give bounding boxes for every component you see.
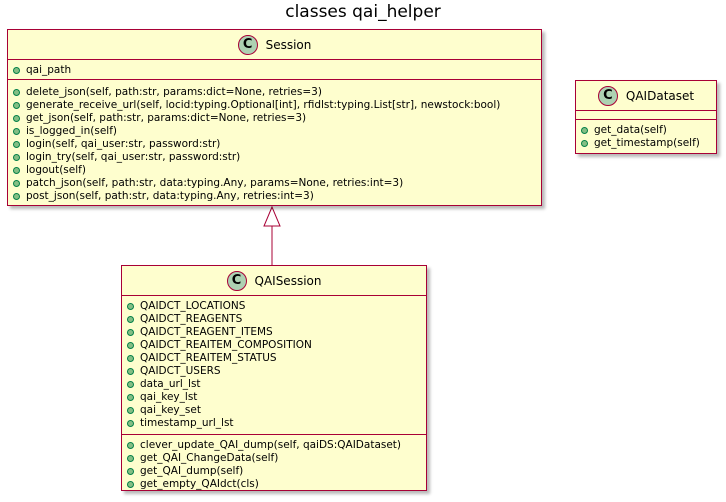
public-visibility-icon — [13, 128, 20, 135]
public-visibility-icon — [127, 394, 134, 401]
class-header: C QAIDataset — [576, 81, 716, 111]
class-qaidataset: C QAIDataset get_data(self) get_timestam… — [575, 80, 717, 154]
class-header: C Session — [8, 30, 541, 60]
class-qaisession: C QAISession QAIDCT_LOCATIONS QAIDCT_REA… — [121, 265, 427, 491]
attribute-item: qai_key_set — [127, 404, 426, 417]
attribute-item: QAIDCT_REAITEM_COMPOSITION — [127, 339, 426, 352]
attribute-item: data_url_lst — [127, 378, 426, 391]
public-visibility-icon — [13, 115, 20, 122]
attribute-item: QAIDCT_USERS — [127, 365, 426, 378]
attribute-item: QAIDCT_REAGENTS — [127, 313, 426, 326]
method-item: generate_receive_url(self, locid:typing.… — [13, 99, 541, 112]
public-visibility-icon — [13, 180, 20, 187]
public-visibility-icon — [581, 140, 588, 147]
method-item: get_QAI_dump(self) — [127, 465, 426, 478]
methods-section: clever_update_QAI_dump(self, qaiDS:QAIDa… — [122, 435, 426, 494]
attribute-item: qai_path — [13, 64, 541, 77]
method-item: logout(self) — [13, 164, 541, 177]
public-visibility-icon — [127, 368, 134, 375]
attribute-item: timestamp_url_lst — [127, 417, 426, 430]
class-name: Session — [265, 37, 312, 52]
public-visibility-icon — [13, 154, 20, 161]
public-visibility-icon — [127, 468, 134, 475]
public-visibility-icon — [127, 381, 134, 388]
public-visibility-icon — [127, 455, 134, 462]
class-name: QAISession — [254, 273, 322, 288]
public-visibility-icon — [581, 127, 588, 134]
method-item: clever_update_QAI_dump(self, qaiDS:QAIDa… — [127, 439, 426, 452]
public-visibility-icon — [127, 342, 134, 349]
public-visibility-icon — [13, 141, 20, 148]
class-badge-icon: C — [237, 34, 258, 55]
public-visibility-icon — [13, 67, 20, 74]
public-visibility-icon — [13, 167, 20, 174]
attribute-item: QAIDCT_LOCATIONS — [127, 300, 426, 313]
class-badge-icon: C — [597, 85, 618, 106]
method-item: login_try(self, qai_user:str, password:s… — [13, 151, 541, 164]
method-item: delete_json(self, path:str, params:dict=… — [13, 86, 541, 99]
public-visibility-icon — [127, 442, 134, 449]
public-visibility-icon — [13, 89, 20, 96]
method-item: get_data(self) — [581, 124, 716, 137]
diagram-title: classes qai_helper — [285, 2, 441, 22]
attributes-section: QAIDCT_LOCATIONS QAIDCT_REAGENTS QAIDCT_… — [122, 296, 426, 435]
method-item: get_empty_QAIdct(cls) — [127, 478, 426, 491]
public-visibility-icon — [127, 303, 134, 310]
public-visibility-icon — [127, 316, 134, 323]
public-visibility-icon — [127, 420, 134, 427]
inheritance-arrowhead — [263, 205, 281, 227]
method-item: patch_json(self, path:str, data:typing.A… — [13, 177, 541, 190]
method-item: get_QAI_ChangeData(self) — [127, 452, 426, 465]
public-visibility-icon — [13, 102, 20, 109]
public-visibility-icon — [127, 407, 134, 414]
public-visibility-icon — [127, 329, 134, 336]
public-visibility-icon — [13, 193, 20, 200]
attribute-item: qai_key_lst — [127, 391, 426, 404]
attributes-section — [576, 111, 716, 120]
attribute-item: QAIDCT_REAGENT_ITEMS — [127, 326, 426, 339]
public-visibility-icon — [127, 481, 134, 488]
method-item: post_json(self, path:str, data:typing.An… — [13, 190, 541, 203]
attribute-item: QAIDCT_REAITEM_STATUS — [127, 352, 426, 365]
class-badge-icon: C — [226, 270, 247, 291]
methods-section: delete_json(self, path:str, params:dict=… — [8, 80, 541, 206]
public-visibility-icon — [127, 355, 134, 362]
attributes-section: qai_path — [8, 60, 541, 80]
method-item: login(self, qai_user:str, password:str) — [13, 138, 541, 151]
class-header: C QAISession — [122, 266, 426, 296]
method-item: get_timestamp(self) — [581, 137, 716, 150]
method-item: is_logged_in(self) — [13, 125, 541, 138]
class-name: QAIDataset — [625, 88, 695, 103]
method-item: get_json(self, path:str, params:dict=Non… — [13, 112, 541, 125]
class-session: C Session qai_path delete_json(self, pat… — [7, 29, 542, 206]
methods-section: get_data(self) get_timestamp(self) — [576, 120, 716, 153]
